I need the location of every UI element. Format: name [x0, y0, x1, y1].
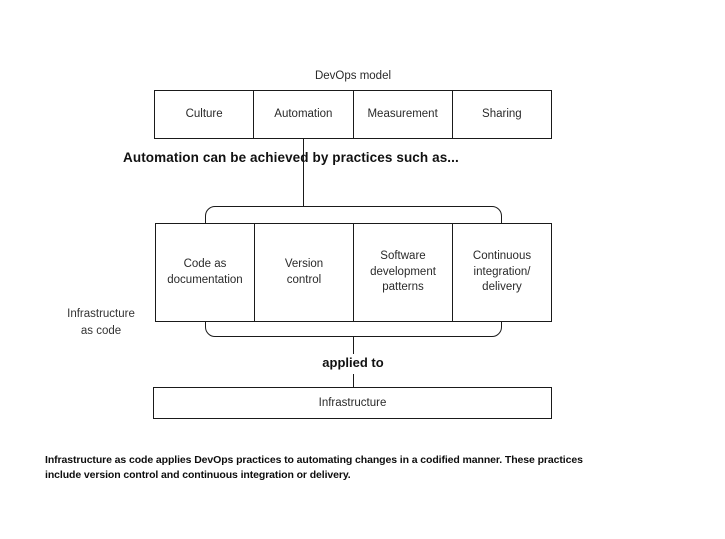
connector-applied-to-infrastructure [353, 374, 354, 387]
applied-to-label: applied to [322, 355, 384, 370]
diagram-title: DevOps model [314, 70, 392, 82]
practices-box-row: Code as documentation Version control So… [155, 223, 552, 322]
devops-box-automation: Automation [253, 91, 353, 138]
connector-bracket-to-applied-to [353, 337, 354, 354]
practice-box-code-as-documentation: Code as documentation [156, 224, 254, 321]
practice-box-version-control: Version control [254, 224, 353, 321]
heading-automation-practices: Automation can be achieved by practices … [123, 150, 459, 165]
connector-automation-to-bracket [303, 139, 304, 207]
practice-box-software-dev-patterns: Software development patterns [353, 224, 452, 321]
practice-box-ci-cd: Continuous integration/ delivery [452, 224, 551, 321]
devops-box-row: Culture Automation Measurement Sharing [154, 90, 552, 139]
group-label-infrastructure-as-code: Infrastructure as code [67, 308, 135, 337]
devops-box-sharing: Sharing [451, 91, 551, 138]
infrastructure-box: Infrastructure [153, 387, 552, 419]
devops-box-culture: Culture [155, 91, 254, 138]
devops-box-measurement: Measurement [352, 91, 452, 138]
figure-caption: Infrastructure as code applies DevOps pr… [45, 454, 583, 481]
